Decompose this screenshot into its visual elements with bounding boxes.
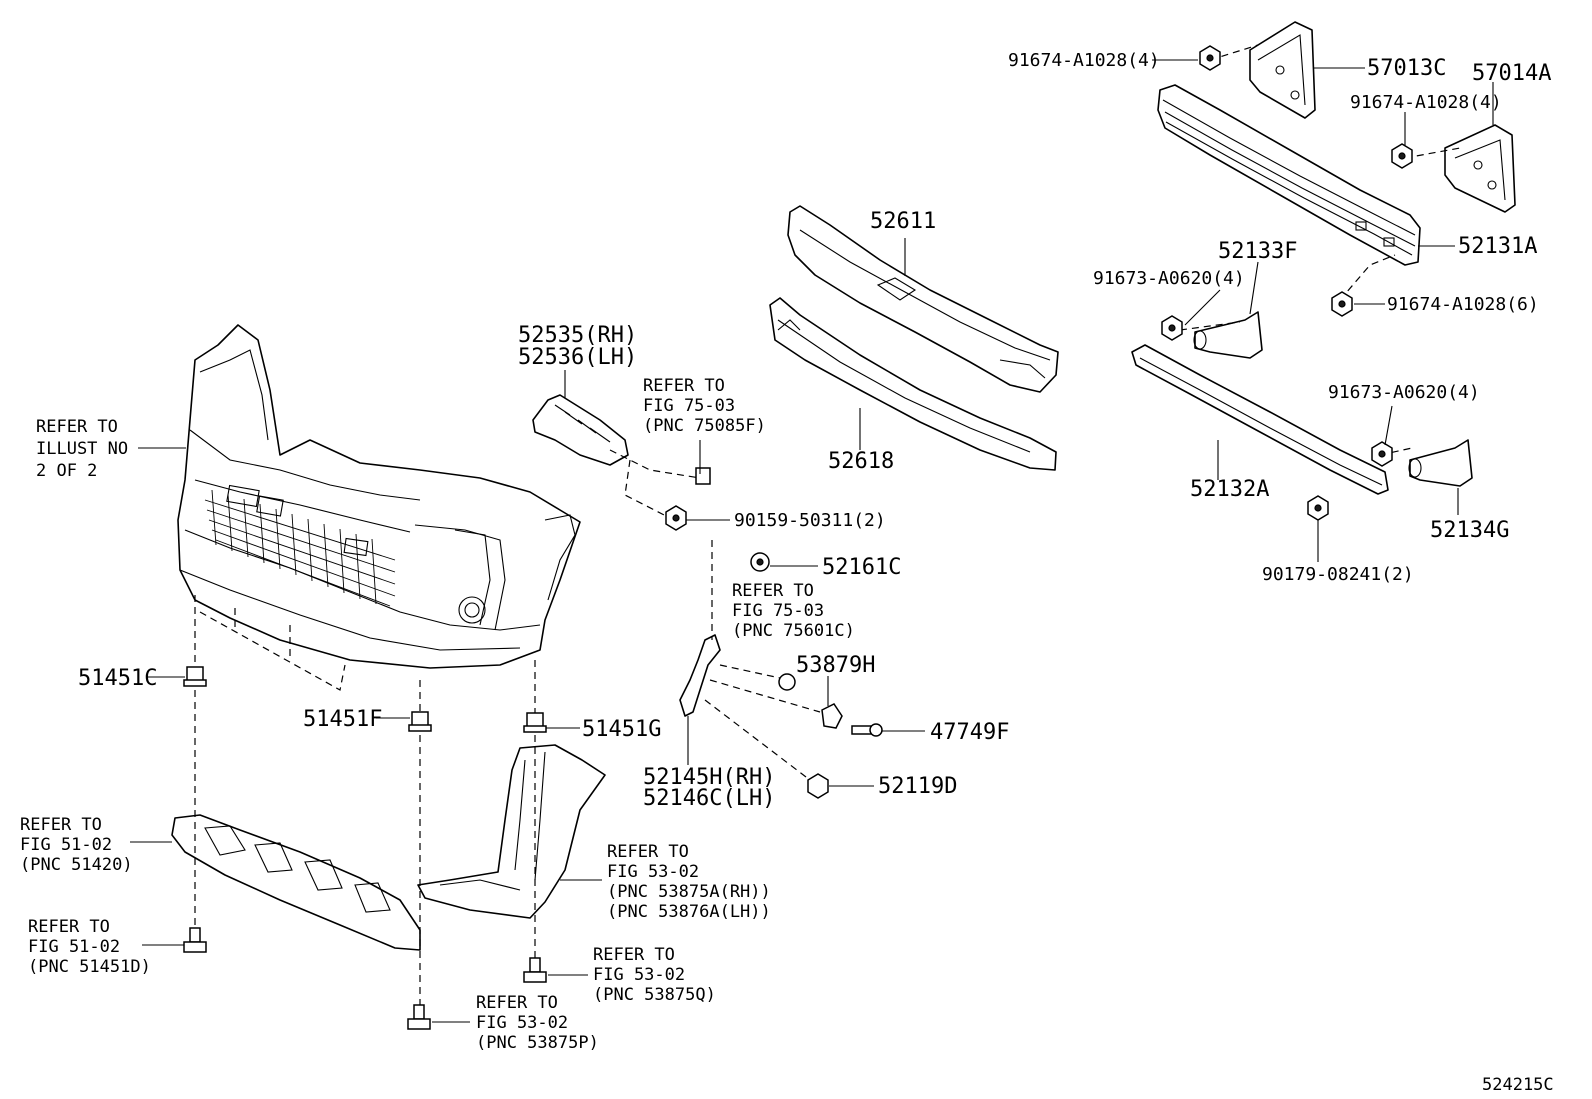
ref-fig53-53875A: REFER TO FIG 53-02 (PNC 53875A(RH)) (PNC… bbox=[607, 842, 771, 922]
bolt-91673-b bbox=[1371, 441, 1393, 467]
reference-notes: REFER TO ILLUST NO 2 OF 2 REFER TO FIG 7… bbox=[20, 376, 855, 1053]
leader-lines bbox=[130, 59, 1494, 1023]
lower-reinforcement-52132A bbox=[1131, 344, 1389, 495]
energy-absorber-52611 bbox=[787, 205, 1059, 393]
label-51451C: 51451C bbox=[78, 666, 157, 691]
bolt-53875P bbox=[407, 1004, 431, 1030]
label-91673-a: 91673-A0620(4) bbox=[1093, 268, 1245, 289]
bracket-57013C bbox=[1249, 21, 1316, 119]
front-bumper-cover bbox=[177, 324, 581, 669]
label-52133F: 52133F bbox=[1218, 239, 1297, 264]
clip-51451F bbox=[408, 711, 432, 732]
label-57013C: 57013C bbox=[1367, 56, 1446, 81]
ref-fig75a-line2: FIG 75-03 bbox=[643, 396, 735, 416]
bolt-91674-top bbox=[1199, 45, 1221, 71]
label-52145H: 52145H(RH) bbox=[643, 765, 775, 790]
ref-fig53c-line3: (PNC 53875P) bbox=[476, 1033, 599, 1053]
bracket-57014A bbox=[1444, 124, 1516, 213]
ref-fig53c-line1: REFER TO bbox=[476, 993, 558, 1013]
clip-51451C bbox=[183, 666, 207, 687]
label-52132A: 52132A bbox=[1190, 477, 1269, 502]
screw-90159 bbox=[665, 505, 687, 531]
under-cover-51420 bbox=[171, 814, 421, 951]
energy-absorber-52618 bbox=[769, 297, 1057, 471]
label-47749F: 47749F bbox=[930, 720, 1009, 745]
ref-fig51b-line2: FIG 51-02 bbox=[28, 937, 120, 957]
ref-fig51a-line2: FIG 51-02 bbox=[20, 835, 112, 855]
ref-fig75-75085F: REFER TO FIG 75-03 (PNC 75085F) bbox=[643, 376, 766, 436]
side-bracket-52535 bbox=[532, 394, 629, 466]
clip-75085F bbox=[695, 467, 711, 485]
label-52611: 52611 bbox=[870, 209, 936, 234]
nut-52119D bbox=[807, 773, 829, 799]
clip-75601C bbox=[778, 673, 796, 691]
bolt-91673-a bbox=[1161, 315, 1183, 341]
ref-illust-line2: ILLUST NO bbox=[36, 439, 128, 459]
ref-fig53b-line3: (PNC 53875Q) bbox=[593, 985, 716, 1005]
screw-47749F bbox=[851, 723, 883, 737]
ref-fig75b-line3: (PNC 75601C) bbox=[732, 621, 855, 641]
ref-fig53a-line3: (PNC 53875A(RH)) bbox=[607, 882, 771, 902]
label-52618: 52618 bbox=[828, 449, 894, 474]
ref-fig53b-line2: FIG 53-02 bbox=[593, 965, 685, 985]
fasteners bbox=[183, 45, 1413, 1030]
ref-fig51a-line3: (PNC 51420) bbox=[20, 855, 133, 875]
bumper-reinforcement-52131A bbox=[1157, 84, 1421, 266]
fender-liner-53875A bbox=[417, 744, 606, 919]
label-53879H: 53879H bbox=[796, 653, 875, 678]
ref-fig51b-line1: REFER TO bbox=[28, 917, 110, 937]
label-57014A: 57014A bbox=[1472, 61, 1551, 86]
ref-illust-2of2: REFER TO ILLUST NO 2 OF 2 bbox=[36, 417, 128, 481]
ref-fig51-51420: REFER TO FIG 51-02 (PNC 51420) bbox=[20, 815, 133, 875]
label-52535: 52535(RH) bbox=[518, 323, 637, 348]
label-91674-top: 91674-A1028(4) bbox=[1008, 50, 1160, 71]
bolt-53875Q bbox=[523, 957, 547, 983]
grille-mesh bbox=[204, 489, 396, 607]
ref-fig53a-line2: FIG 53-02 bbox=[607, 862, 699, 882]
stay-52133F bbox=[1193, 311, 1263, 359]
ref-fig53a-line4: (PNC 53876A(LH)) bbox=[607, 902, 771, 922]
label-91674-6: 91674-A1028(6) bbox=[1387, 294, 1539, 315]
clip-52161C bbox=[750, 552, 770, 572]
ref-fig53-53875P: REFER TO FIG 53-02 (PNC 53875P) bbox=[476, 993, 599, 1053]
ref-fig51a-line1: REFER TO bbox=[20, 815, 102, 835]
label-52161C: 52161C bbox=[822, 555, 901, 580]
part-labels: 91674-A1028(4) 57013C 57014A 91674-A1028… bbox=[78, 50, 1551, 811]
stay-52134G bbox=[1408, 439, 1473, 487]
ref-fig75b-line2: FIG 75-03 bbox=[732, 601, 824, 621]
clip-51451G bbox=[523, 712, 547, 733]
diagram-code: 524215C bbox=[1482, 1075, 1554, 1095]
nut-90179 bbox=[1307, 495, 1329, 521]
label-52119D: 52119D bbox=[878, 774, 957, 799]
label-51451F: 51451F bbox=[303, 707, 382, 732]
ref-fig75-75601C: REFER TO FIG 75-03 (PNC 75601C) bbox=[732, 581, 855, 641]
ref-fig51-51451D: REFER TO FIG 51-02 (PNC 51451D) bbox=[28, 917, 151, 977]
ref-fig53-53875Q: REFER TO FIG 53-02 (PNC 53875Q) bbox=[593, 945, 716, 1005]
bolt-51451D bbox=[183, 927, 207, 953]
label-52146C: 52146C(LH) bbox=[643, 786, 775, 811]
label-52134G: 52134G bbox=[1430, 518, 1509, 543]
ref-fig75a-line3: (PNC 75085F) bbox=[643, 416, 766, 436]
ref-fig75b-line1: REFER TO bbox=[732, 581, 814, 601]
label-90159: 90159-50311(2) bbox=[734, 510, 886, 531]
label-51451G: 51451G bbox=[582, 717, 661, 742]
ref-fig53b-line1: REFER TO bbox=[593, 945, 675, 965]
bracket-52145H bbox=[679, 634, 721, 717]
bolt-91674-mid bbox=[1391, 143, 1413, 169]
label-52536: 52536(LH) bbox=[518, 345, 637, 370]
label-91673-b: 91673-A0620(4) bbox=[1328, 382, 1480, 403]
ref-fig51b-line3: (PNC 51451D) bbox=[28, 957, 151, 977]
label-91674-mid: 91674-A1028(4) bbox=[1350, 92, 1502, 113]
ref-illust-line3: 2 OF 2 bbox=[36, 461, 97, 481]
ref-illust-line1: REFER TO bbox=[36, 417, 118, 437]
ref-fig53a-line1: REFER TO bbox=[607, 842, 689, 862]
label-90179: 90179-08241(2) bbox=[1262, 564, 1414, 585]
bolt-91674-6 bbox=[1331, 291, 1353, 317]
ref-fig53c-line2: FIG 53-02 bbox=[476, 1013, 568, 1033]
ref-fig75a-line1: REFER TO bbox=[643, 376, 725, 396]
label-52131A: 52131A bbox=[1458, 234, 1537, 259]
nut-53879H bbox=[821, 703, 843, 729]
